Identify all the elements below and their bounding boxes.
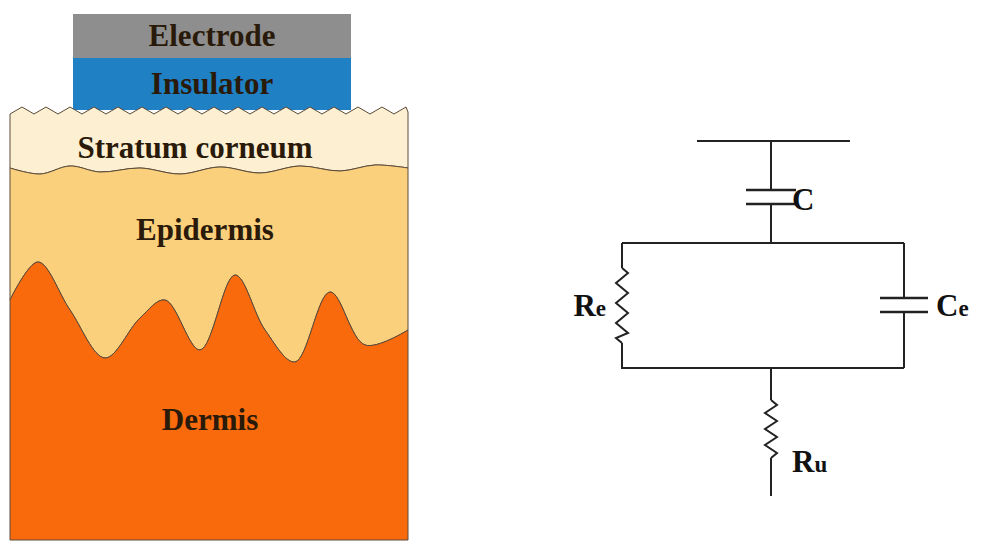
wire [622,243,904,368]
wire [770,204,772,243]
wire [770,141,772,190]
resistor-symbol [765,400,777,458]
component-label: C [792,183,814,217]
electrode-layer: Electrode [73,14,351,58]
layer-shape [10,262,408,540]
layer-name: Electrode [149,19,276,53]
layer-name: Epidermis [136,213,274,247]
layer-outline [10,258,408,541]
layer-name: Stratum corneum [77,131,312,165]
dermis-layer: Dermis [10,258,408,541]
capacitor-symbol [880,298,928,312]
wire [770,458,772,496]
resistor-symbol [616,268,628,343]
capacitor-symbol [746,190,796,204]
component-label: Ce [936,289,969,323]
layer-shape [10,107,408,174]
insulator-layer: Insulator [73,58,351,110]
electrode-terminal [697,140,850,142]
wire [770,368,772,400]
component-label: Re [573,289,606,323]
component-label: Ru [792,445,827,479]
layer-name: Dermis [162,403,258,437]
layer-name: Insulator [151,67,273,101]
